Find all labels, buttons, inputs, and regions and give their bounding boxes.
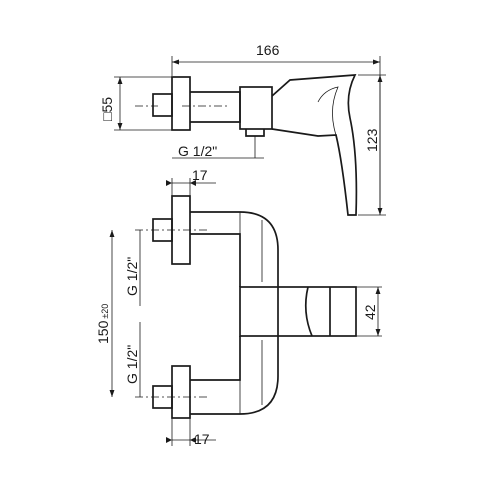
lower-connector-flange	[171, 365, 191, 419]
top-view: 166 123 □55 G 1/2"	[99, 42, 386, 216]
dim-42-label: 42	[362, 304, 378, 320]
top-flange	[171, 76, 191, 131]
dim-166-label: 166	[256, 42, 280, 58]
mixer-body-inner	[190, 233, 241, 381]
dim-17-bottom-label: 17	[194, 431, 210, 447]
top-lever-inner	[317, 86, 339, 136]
top-stub	[245, 129, 265, 137]
front-thread-upper-label: G 1/2"	[124, 257, 140, 296]
top-lever-block	[239, 86, 273, 130]
dim-17-top-label: 17	[192, 167, 208, 183]
spout-outlet	[304, 286, 331, 337]
top-square-nut	[152, 93, 173, 117]
mixer-body	[190, 211, 279, 415]
spout	[239, 286, 357, 337]
top-thread-label: G 1/2"	[178, 143, 217, 159]
dim-150-label: 150±20	[95, 304, 111, 344]
dim-150-tolerance: ±20	[100, 304, 110, 319]
dim-123-label: 123	[364, 128, 380, 152]
dim-square-55-label: □55	[99, 97, 115, 121]
front-view: 17 17 42 150±20 G 1/2" G 1/2"	[95, 167, 382, 447]
top-body	[190, 91, 241, 123]
top-lever-handle	[271, 74, 358, 216]
dim-150-value: 150	[95, 320, 111, 344]
front-thread-lower-label: G 1/2"	[124, 345, 140, 384]
